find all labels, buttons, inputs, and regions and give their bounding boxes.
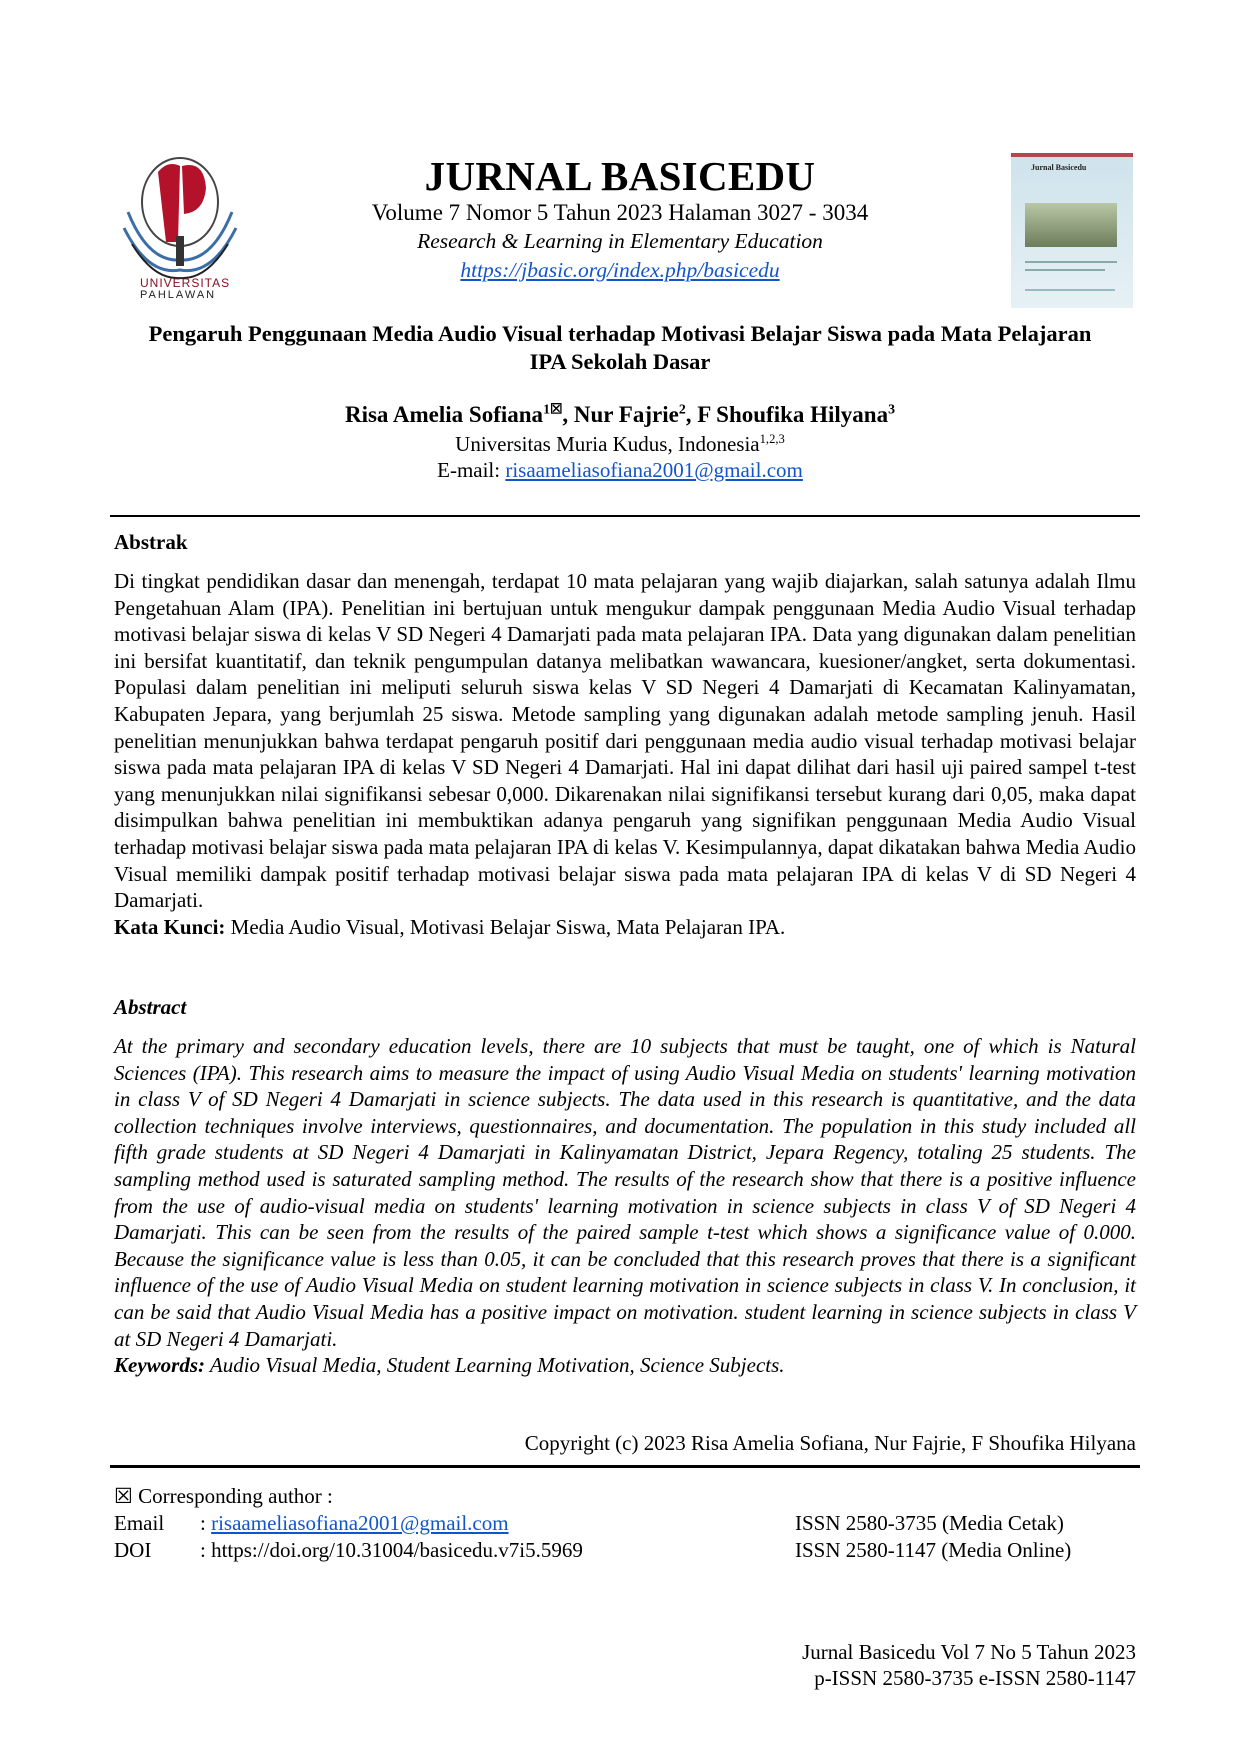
- volume-line: Volume 7 Nomor 5 Tahun 2023 Halaman 3027…: [371, 200, 869, 225]
- doi-value: https://doi.org/10.31004/basicedu.v7i5.5…: [211, 1538, 583, 1562]
- email-row: : risaameliasofiana2001@gmail.com: [200, 1511, 509, 1536]
- logo-text-universitas: UNIVERSITAS: [140, 276, 231, 290]
- author-name: Risa Amelia Sofiana: [344, 402, 544, 427]
- journal-subtitle: Research & Learning in Elementary Educat…: [417, 229, 823, 253]
- footer-journal: Jurnal Basicedu Vol 7 No 5 Tahun 2023: [802, 1640, 1136, 1664]
- author-email: E-mail: risaameliasofiana2001@gmail.com: [0, 458, 1240, 483]
- cover-title: Jurnal Basicedu: [1031, 163, 1087, 172]
- separator: :: [200, 1538, 212, 1562]
- cover-line: [1025, 269, 1105, 271]
- issn-print: ISSN 2580-3735 (Media Cetak): [795, 1511, 1064, 1535]
- copyright: Copyright (c) 2023 Risa Amelia Sofiana, …: [524, 1431, 1136, 1455]
- abstract-heading: Abstract: [114, 995, 187, 1019]
- corresponding-author: ☒ Corresponding author :: [114, 1484, 333, 1509]
- author-sup: 3: [888, 401, 895, 417]
- author-sup: 1☒: [543, 401, 563, 417]
- abstract-body: At the primary and secondary education l…: [114, 1034, 1136, 1351]
- divider: [110, 1465, 1140, 1468]
- email-label: E-mail:: [437, 458, 501, 482]
- separator: :: [200, 1511, 212, 1535]
- corresponding-label: Corresponding author :: [138, 1484, 333, 1508]
- affiliation-text: Universitas Muria Kudus, Indonesia: [455, 432, 760, 456]
- envelope-icon: ☒: [114, 1484, 133, 1508]
- author-name: F Shoufika Hilyana: [697, 402, 889, 427]
- author-name: Nur Fajrie: [573, 402, 679, 427]
- university-emblem-icon: [122, 157, 238, 280]
- university-logo: UNIVERSITAS PAHLAWAN: [118, 152, 242, 304]
- abstract-keywords: Keywords: Audio Visual Media, Student Le…: [114, 1352, 1136, 1379]
- keywords-text: Audio Visual Media, Student Learning Mot…: [205, 1353, 785, 1378]
- journal-name: JURNAL BASICEDU: [424, 153, 816, 199]
- doi-row: : https://doi.org/10.31004/basicedu.v7i5…: [200, 1538, 583, 1563]
- issn-online: ISSN 2580-1147 (Media Online): [795, 1538, 1072, 1562]
- abstrak-heading: Abstrak: [114, 530, 188, 554]
- logo-text-pahlawan: PAHLAWAN: [140, 289, 217, 301]
- affiliation: Universitas Muria Kudus, Indonesia1,2,3: [0, 432, 1240, 457]
- abstrak-body: Di tingkat pendidikan dasar dan menengah…: [114, 569, 1136, 913]
- abstract-section: At the primary and secondary education l…: [114, 1033, 1136, 1379]
- paper-title: Pengaruh Penggunaan Media Audio Visual t…: [148, 321, 1092, 374]
- email-link[interactable]: risaameliasofiana2001@gmail.com: [505, 458, 803, 482]
- abstrak-section: Di tingkat pendidikan dasar dan menengah…: [114, 568, 1136, 940]
- keywords-label: Keywords:: [114, 1353, 205, 1378]
- affiliation-sup: 1,2,3: [759, 432, 785, 446]
- journal-url-row: https://jbasic.org/index.php/basicedu: [0, 258, 1240, 283]
- abstrak-keywords: Kata Kunci: Media Audio Visual, Motivasi…: [114, 914, 1136, 941]
- divider: [110, 515, 1140, 517]
- author-sup: 2: [678, 401, 686, 417]
- cover-line: [1025, 289, 1115, 291]
- keywords-label: Kata Kunci:: [114, 914, 226, 939]
- author-list: Risa Amelia Sofiana1☒, Nur Fajrie2, F Sh…: [344, 401, 895, 427]
- corresponding-email-link[interactable]: risaameliasofiana2001@gmail.com: [211, 1511, 509, 1535]
- keywords-text: Media Audio Visual, Motivasi Belajar Sis…: [225, 914, 786, 939]
- doi-label: DOI: [114, 1538, 152, 1562]
- footer-issn: p-ISSN 2580-3735 e-ISSN 2580-1147: [814, 1666, 1136, 1690]
- journal-url-link[interactable]: https://jbasic.org/index.php/basicedu: [460, 258, 780, 282]
- cover-photo: [1025, 203, 1117, 247]
- cover-line: [1025, 261, 1117, 263]
- email-label: Email: [114, 1511, 165, 1535]
- journal-cover-image: Jurnal Basicedu: [1011, 153, 1133, 308]
